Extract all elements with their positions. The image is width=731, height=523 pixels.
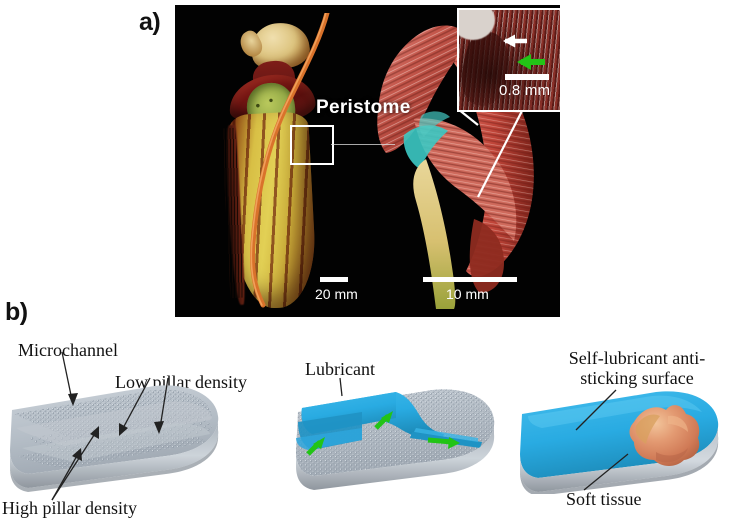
scale-bar-10mm bbox=[423, 277, 517, 282]
panel-label-b: b) bbox=[5, 298, 28, 326]
scale-bar-20mm bbox=[320, 277, 348, 282]
diagram-anti-sticking-surface bbox=[516, 382, 726, 494]
peristome-annotation-label: Peristome bbox=[316, 97, 411, 118]
inset-scale-bar bbox=[505, 74, 549, 80]
lubricant-label: Lubricant bbox=[305, 359, 375, 379]
green-arrow-icon bbox=[517, 54, 545, 70]
scale-bar-10mm-label: 10 mm bbox=[446, 286, 489, 302]
inset-scale-label: 0.8 mm bbox=[499, 82, 551, 99]
pitcher-plant-image bbox=[193, 13, 343, 313]
scale-bar-20mm-label: 20 mm bbox=[315, 286, 358, 302]
roi-connector-line bbox=[331, 144, 395, 146]
microchannel-label: Microchannel bbox=[18, 340, 118, 360]
panel-label-a: a) bbox=[139, 8, 161, 36]
micrograph-arrows bbox=[503, 34, 545, 70]
self-lubricant-surface-line2: sticking surface bbox=[580, 368, 694, 389]
soft-tissue-label: Soft tissue bbox=[566, 489, 642, 509]
self-lubricant-surface-line1: Self-lubricant anti- bbox=[568, 348, 706, 368]
soft-tissue-blob bbox=[629, 405, 700, 466]
panel-a-photo: 0.8 mm Peristome 20 mm 10 mm bbox=[175, 5, 560, 317]
diagram-micro-pillar-surface bbox=[4, 368, 236, 498]
white-arrow-icon bbox=[503, 34, 527, 48]
peristome-micrograph-inset: 0.8 mm bbox=[457, 8, 560, 112]
high-pillar-density-label: High pillar density bbox=[2, 498, 137, 518]
diagram-lubricant-infusion bbox=[292, 378, 504, 490]
region-of-interest-box-small bbox=[290, 125, 334, 165]
self-lubricant-surface-label: Self-lubricant anti- sticking surface bbox=[562, 348, 712, 388]
pitcher-tendril bbox=[223, 13, 343, 313]
